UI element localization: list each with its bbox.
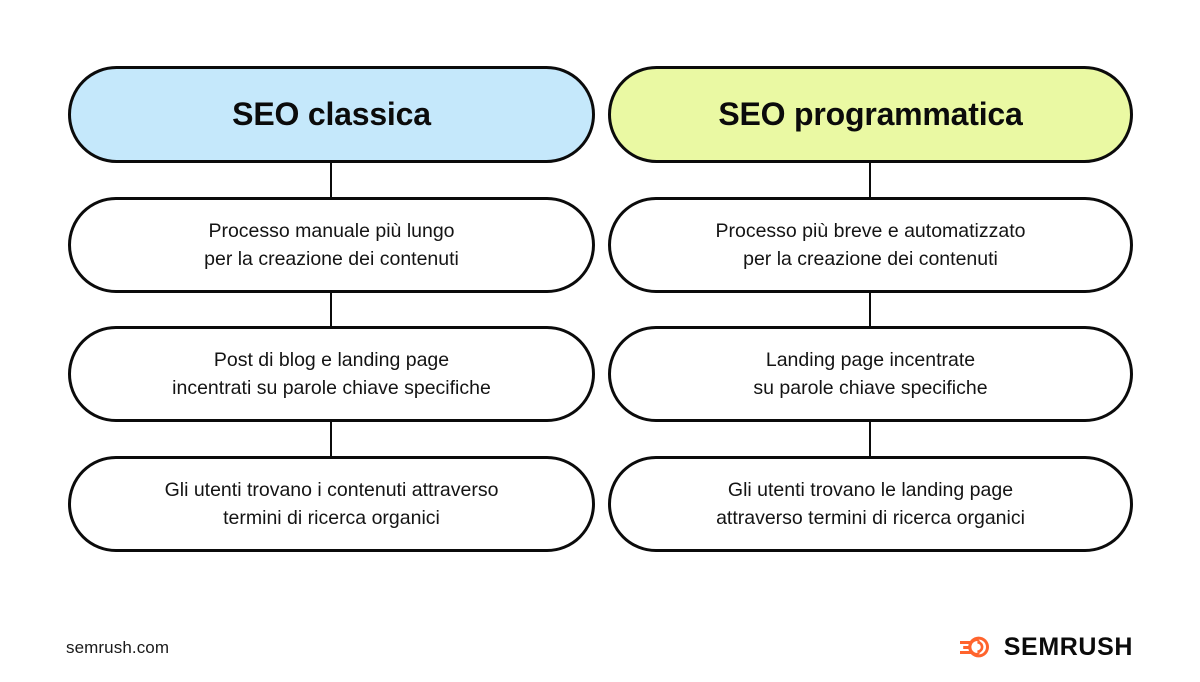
card-programmatica-1: Processo più breve e automatizzato per l… (608, 197, 1133, 293)
card-classica-2: Post di blog e landing page incentrati s… (68, 326, 595, 422)
semrush-wordmark: SEMRUSH (1003, 632, 1133, 661)
column-header-label: SEO programmatica (718, 96, 1023, 133)
card-classica-3: Gli utenti trovano i contenuti attravers… (68, 456, 595, 552)
column-seo-classica: SEO classica Processo manuale più lungo … (68, 66, 595, 552)
card-text: Post di blog e landing page incentrati s… (172, 348, 491, 399)
connector-right-3 (869, 418, 871, 458)
column-seo-programmatica: SEO programmatica Processo più breve e a… (608, 66, 1133, 552)
spacer (608, 422, 1133, 456)
connector-right-1 (869, 160, 871, 200)
spacer (608, 293, 1133, 326)
column-header-seo-programmatica: SEO programmatica (608, 66, 1133, 163)
spacer (68, 293, 595, 326)
semrush-comet-icon (959, 633, 993, 661)
card-programmatica-2: Landing page incentrate su parole chiave… (608, 326, 1133, 422)
card-text: Gli utenti trovano le landing page attra… (716, 478, 1025, 529)
column-header-seo-classica: SEO classica (68, 66, 595, 163)
connector-left-2 (330, 289, 332, 329)
column-header-label: SEO classica (232, 96, 431, 133)
card-text: Gli utenti trovano i contenuti attravers… (164, 478, 499, 529)
card-classica-1: Processo manuale più lungo per la creazi… (68, 197, 595, 293)
card-text: Landing page incentrate su parole chiave… (753, 348, 988, 399)
card-text: Processo più breve e automatizzato per l… (715, 219, 1026, 270)
spacer (68, 163, 595, 197)
card-text: Processo manuale più lungo per la creazi… (204, 219, 459, 270)
semrush-logo: SEMRUSH (959, 631, 1133, 663)
footer-url: semrush.com (66, 638, 170, 657)
card-programmatica-3: Gli utenti trovano le landing page attra… (608, 456, 1133, 552)
spacer (608, 163, 1133, 197)
spacer (68, 422, 595, 456)
connector-right-2 (869, 289, 871, 329)
connector-left-1 (330, 160, 332, 200)
connector-left-3 (330, 418, 332, 458)
